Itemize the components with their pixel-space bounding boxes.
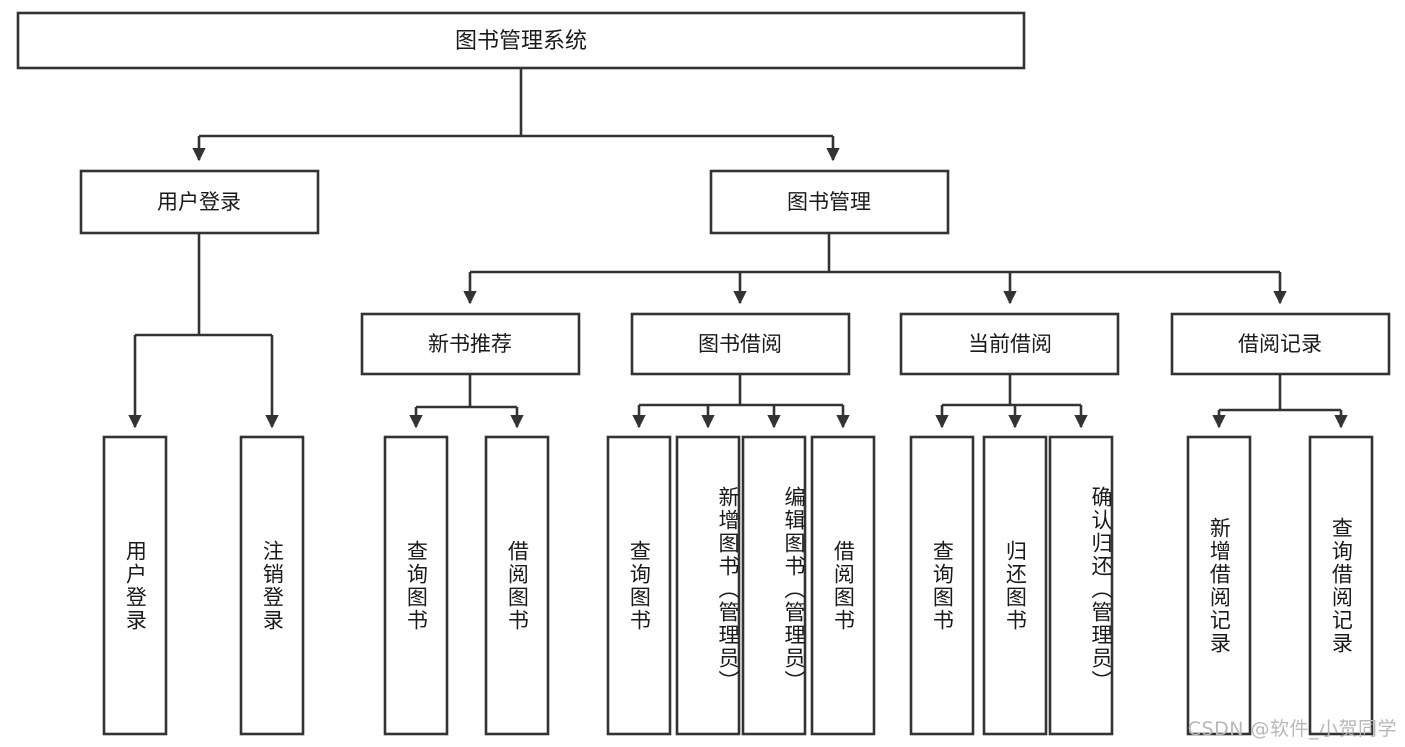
leaf-box-add-book-admin[interactable] (675, 435, 741, 736)
leaf-box-confirm-return-admin[interactable] (1048, 435, 1114, 736)
csdn-watermark: CSDN @软件_小贺同学 (1187, 718, 1397, 740)
node-book-borrow-label: 图书借阅 (698, 332, 782, 356)
connector-group-new-book-rec (409, 374, 524, 429)
leaf-box-borrow-book[interactable] (810, 435, 876, 736)
node-book-management-label: 图书管理 (787, 190, 871, 214)
connector-group-user-login (128, 233, 279, 429)
leaf-box-query-book-rec[interactable] (383, 435, 449, 736)
node-new-book-recommend-box[interactable] (360, 312, 581, 376)
node-root-label: 图书管理系统 (455, 29, 587, 54)
node-new-book-recommend-label: 新书推荐 (428, 332, 512, 356)
node-borrow-record[interactable]: 借阅记录 (1170, 312, 1391, 376)
node-user-login[interactable]: 用户登录 (79, 169, 320, 235)
leaf-label-query-book-rec: 查询图书 (404, 539, 429, 632)
leaf-box-query-book-current[interactable] (909, 435, 975, 736)
connector-group-borrow-record (1212, 374, 1348, 429)
node-current-borrow[interactable]: 当前借阅 (899, 312, 1120, 376)
connector-group-current-borrow (935, 374, 1088, 429)
node-user-login-box[interactable] (79, 169, 320, 235)
leaf-box-user-login[interactable] (102, 435, 168, 736)
node-current-borrow-box[interactable] (899, 312, 1120, 376)
node-book-borrow[interactable]: 图书借阅 (630, 312, 851, 376)
node-user-login-label: 用户登录 (157, 190, 241, 214)
leaf-label-query-book-borrow: 查询图书 (627, 539, 652, 632)
leaf-label-add-borrow-record: 新增借阅记录 (1207, 516, 1232, 655)
node-root[interactable]: 图书管理系统 (16, 11, 1026, 70)
leaf-label-borrow-book-rec: 借阅图书 (505, 539, 530, 632)
node-new-book-recommend[interactable]: 新书推荐 (360, 312, 581, 376)
leaf-label-add-book-admin: 新增图书（管理员） (716, 486, 740, 693)
leaf-label-confirm-return-admin: 确认归还（管理员） (1089, 486, 1113, 693)
connector-group-book-borrow (632, 374, 850, 429)
leaf-label-query-borrow-record: 查询借阅记录 (1329, 516, 1354, 655)
leaf-boxes (102, 435, 1374, 736)
leaf-box-query-book-borrow[interactable] (606, 435, 672, 736)
node-current-borrow-label: 当前借阅 (968, 332, 1052, 356)
leaf-box-borrow-book-rec[interactable] (484, 435, 550, 736)
leaf-box-logout[interactable] (239, 435, 305, 736)
node-book-management-box[interactable] (709, 169, 950, 235)
leaf-label-borrow-book: 借阅图书 (831, 539, 856, 632)
leaf-box-return-book[interactable] (982, 435, 1048, 736)
node-root-box[interactable] (16, 11, 1026, 70)
leaf-box-add-borrow-record[interactable] (1186, 435, 1252, 736)
node-borrow-record-label: 借阅记录 (1238, 332, 1322, 356)
node-book-borrow-box[interactable] (630, 312, 851, 376)
leaf-box-edit-book-admin[interactable] (741, 435, 807, 736)
leaf-label-user-login: 用户登录 (123, 539, 148, 632)
connector-group-book-mgmt (463, 233, 1287, 305)
leaf-label-logout: 注销登录 (260, 539, 285, 632)
node-book-management[interactable]: 图书管理 (709, 169, 950, 235)
leaf-label-edit-book-admin: 编辑图书（管理员） (782, 486, 806, 693)
connector-group-root (192, 68, 840, 162)
leaf-label-query-book-current: 查询图书 (930, 539, 955, 632)
leaf-box-query-borrow-record[interactable] (1308, 435, 1374, 736)
leaf-label-return-book: 归还图书 (1003, 539, 1028, 632)
node-borrow-record-box[interactable] (1170, 312, 1391, 376)
